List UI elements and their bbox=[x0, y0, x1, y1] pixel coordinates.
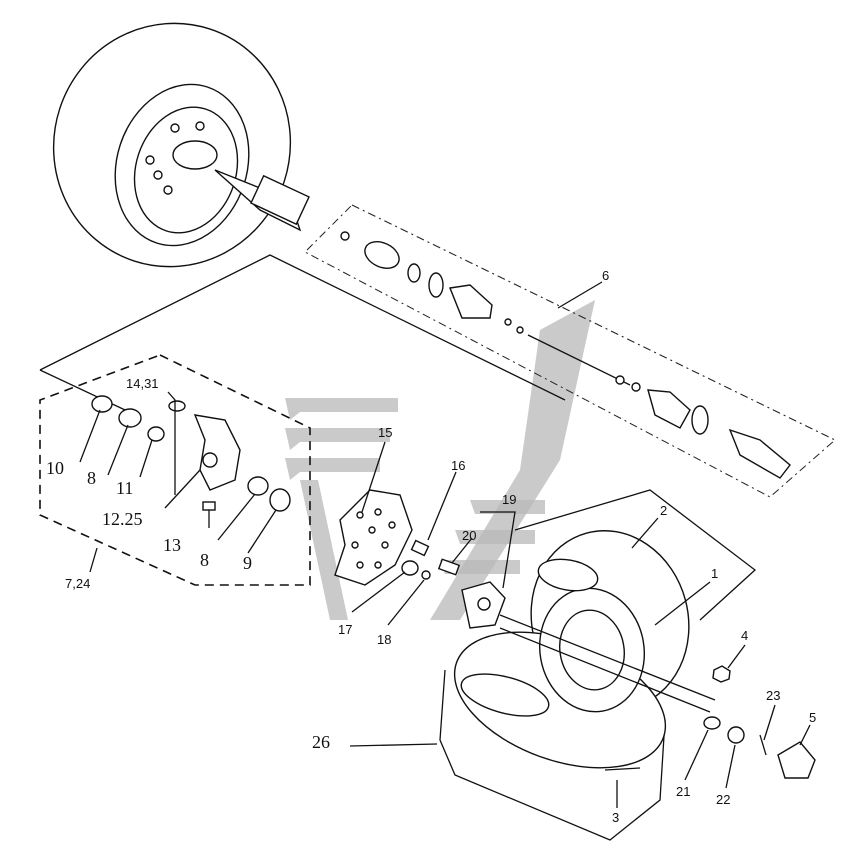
callout-4: 4 bbox=[741, 628, 748, 643]
knuckle-parts bbox=[91, 395, 291, 528]
leader-lines bbox=[79, 281, 811, 808]
callout-18: 18 bbox=[377, 632, 391, 647]
lower-frame-line bbox=[39, 254, 566, 401]
callout-1: 1 bbox=[711, 566, 718, 581]
callout-12-25: 12.25 bbox=[102, 509, 143, 529]
brake-disc bbox=[334, 489, 413, 586]
callout-14-31: 14,31 bbox=[126, 376, 159, 391]
callout-20: 20 bbox=[462, 528, 476, 543]
callout-11: 11 bbox=[116, 478, 133, 498]
drive-shaft-outline bbox=[304, 204, 836, 498]
drive-shaft-assembly bbox=[340, 231, 791, 479]
callout-8-right: 8 bbox=[200, 550, 209, 570]
right-hardware bbox=[703, 665, 816, 779]
callout-15: 15 bbox=[378, 425, 392, 440]
assembled-wheel bbox=[52, 22, 310, 268]
callout-13: 13 bbox=[163, 535, 181, 555]
callout-7-24: 7,24 bbox=[65, 576, 90, 591]
callout-22: 22 bbox=[716, 792, 730, 807]
callout-labels: 1 2 3 4 5 6 7,24 8 8 9 10 11 12.25 13 14… bbox=[46, 268, 816, 825]
hub-parts bbox=[401, 539, 506, 629]
callout-16: 16 bbox=[451, 458, 465, 473]
exploded-tire bbox=[453, 530, 716, 771]
callout-19: 19 bbox=[502, 492, 516, 507]
callout-26: 26 bbox=[312, 732, 330, 752]
callout-2: 2 bbox=[660, 503, 667, 518]
callout-17: 17 bbox=[338, 622, 352, 637]
callout-21: 21 bbox=[676, 784, 690, 799]
callout-9: 9 bbox=[243, 553, 252, 573]
watermark-logo bbox=[285, 300, 595, 620]
callout-5: 5 bbox=[809, 710, 816, 725]
callout-6: 6 bbox=[602, 268, 609, 283]
callout-10: 10 bbox=[46, 458, 64, 478]
callout-8-left: 8 bbox=[87, 468, 96, 488]
callout-3: 3 bbox=[612, 810, 619, 825]
callout-23: 23 bbox=[766, 688, 780, 703]
wheel-group-outline bbox=[514, 489, 757, 621]
knuckle-group-outline bbox=[39, 354, 311, 586]
